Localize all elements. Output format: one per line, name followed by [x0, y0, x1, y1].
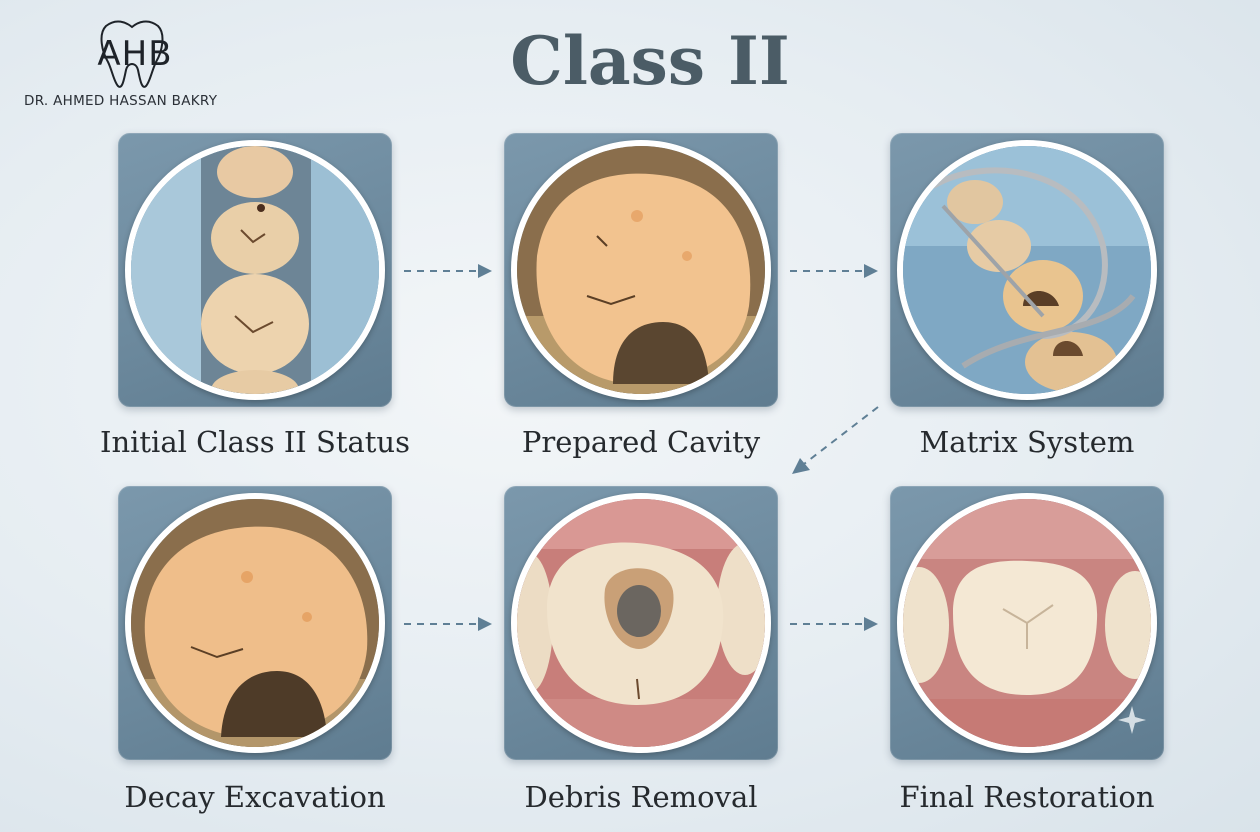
tooth-logo-icon	[92, 18, 172, 90]
step-label-2: Prepared Cavity	[521, 425, 761, 459]
prepared-cavity-image	[511, 140, 771, 400]
arrow-diagonal-icon	[792, 406, 879, 474]
decay-excavation-image	[125, 493, 385, 753]
step-card-4	[118, 486, 392, 760]
step-label-4: Decay Excavation	[124, 780, 386, 814]
step-card-2	[504, 133, 778, 407]
arrow-right-icon	[790, 617, 878, 631]
step-label-6: Final Restoration	[899, 780, 1155, 814]
step-label-5: Debris Removal	[524, 780, 758, 814]
step-card-5	[504, 486, 778, 760]
arrow-right-icon	[404, 264, 492, 278]
brand-logo: AHB DR. AHMED HASSAN BAKRY	[24, 18, 234, 110]
step-label-3: Matrix System	[919, 425, 1135, 459]
page-title: Class II	[510, 22, 790, 100]
step-card-3	[890, 133, 1164, 407]
step-card-6	[890, 486, 1164, 760]
clean-cavity-image	[511, 493, 771, 753]
step-card-1	[118, 133, 392, 407]
logo-name: DR. AHMED HASSAN BAKRY	[24, 93, 218, 109]
arrow-right-icon	[404, 617, 492, 631]
step-label-1: Initial Class II Status	[99, 425, 410, 459]
arrow-right-icon	[790, 264, 878, 278]
restored-molar-image	[897, 493, 1157, 753]
logo-monogram: AHB	[97, 34, 173, 74]
matrix-band-image	[897, 140, 1157, 400]
sparkle-icon	[1118, 706, 1146, 734]
molars-with-decay-image	[125, 140, 385, 400]
